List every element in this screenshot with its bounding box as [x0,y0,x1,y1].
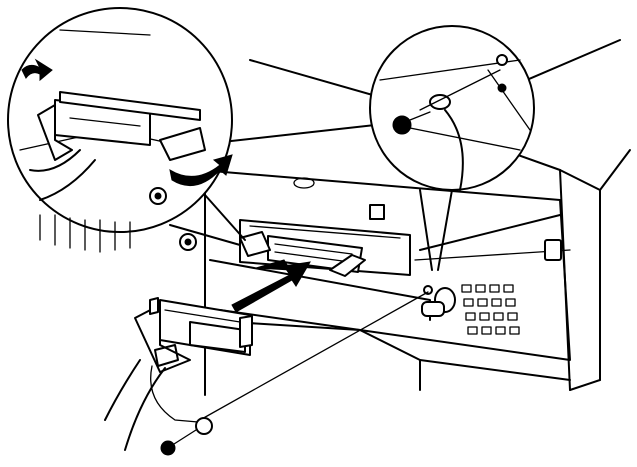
ground-screw-detail-callout [369,25,535,271]
vent-hole [509,326,520,335]
vent-hole [481,326,492,335]
vent-hole [479,312,490,321]
vent-hole [491,298,502,307]
panel-thumb-screw [421,287,456,317]
vent-hole [507,312,518,321]
insert-arrow [231,259,311,313]
ground-wire [150,291,429,423]
panel-connector-port [239,231,366,277]
cable [104,344,179,451]
vent-hole [503,284,514,293]
vent-hole [463,298,474,307]
vent-hole [493,312,504,321]
vent-hole [495,326,506,335]
ground-screw [160,417,213,456]
vent-hole [505,298,516,307]
vent-hole [467,326,478,335]
clip-detail-callout [7,7,246,253]
vent-hole [477,298,488,307]
vent-hole [475,284,486,293]
vent-hole [461,284,472,293]
vent-holes [461,284,520,335]
vent-hole [465,312,476,321]
vent-hole [489,284,500,293]
